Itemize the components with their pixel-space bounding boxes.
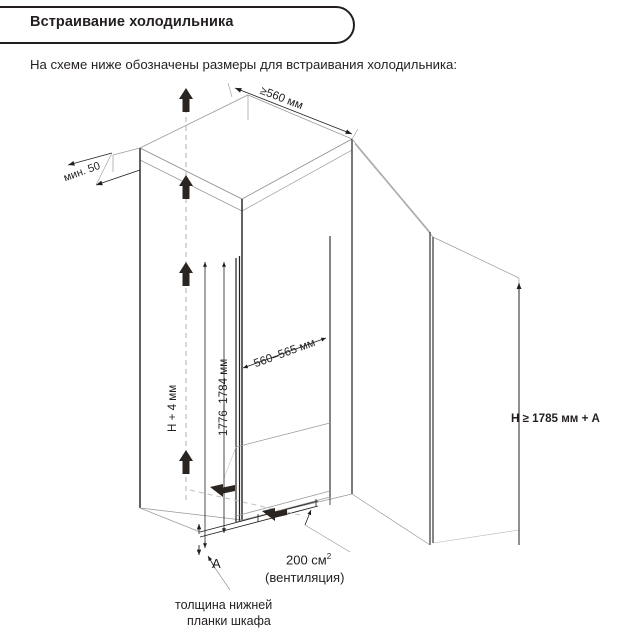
cabinet-rear-wall [112, 95, 249, 172]
airflow-arrows-vertical [179, 88, 193, 500]
leader-vent-area [304, 509, 351, 553]
section-header-pill [0, 6, 355, 44]
label-plinth-note-line1: толщина нижней [175, 598, 273, 612]
label-vent-note: (вентиляция) [265, 570, 345, 585]
dimension-top-depth [227, 82, 359, 140]
label-height-range: 1776–1784 мм [217, 358, 230, 436]
cabinet-outer-box [139, 139, 353, 521]
label-plinth-note-line2: планки шкафа [187, 614, 271, 628]
door-panel-open [351, 138, 520, 546]
label-vent-area: 200 см2 [286, 552, 331, 569]
label-plinth-marker: A [212, 556, 221, 571]
page-title: Встраивание холодильника [30, 14, 234, 30]
cabinet-plinth [139, 497, 331, 538]
intro-text: На схеме ниже обозначены размеры для вст… [30, 57, 458, 72]
leader-plinth-note [207, 555, 231, 591]
label-height-plus: H + 4 мм [166, 384, 179, 432]
label-vent-area-superscript: 2 [326, 552, 332, 561]
label-door-height: H ≥ 1785 мм + A [511, 412, 600, 425]
dimension-niche-width [242, 337, 327, 369]
dimension-rear-gap [67, 152, 141, 186]
label-vent-area-value: 200 см [286, 552, 327, 568]
cabinet-top-panel [139, 94, 353, 212]
niche-inner-walls [223, 236, 331, 523]
